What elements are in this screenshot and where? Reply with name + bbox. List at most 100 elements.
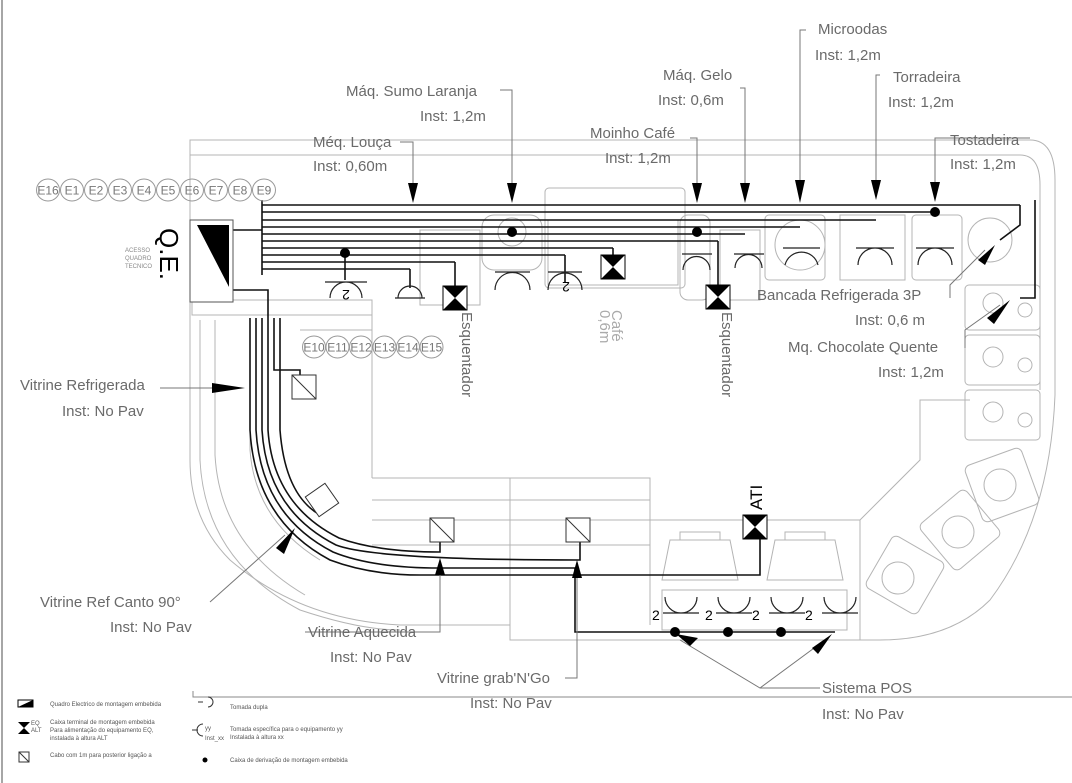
circuit-label: E6 bbox=[185, 184, 200, 198]
socket-count: 2 bbox=[805, 607, 813, 623]
legend-tag: yy bbox=[205, 726, 211, 732]
double-socket-icon bbox=[716, 596, 752, 614]
circuit-bubble bbox=[84, 178, 108, 202]
socket-count: 2 bbox=[652, 607, 660, 623]
cable-box-icon bbox=[565, 517, 591, 543]
legend-terminal: instalada à altura ALT bbox=[50, 736, 108, 742]
circuit-label: E1 bbox=[65, 184, 80, 198]
panel-title: Q.E. bbox=[154, 228, 184, 280]
equipment-labels: Máq. Sumo Laranja Inst: 1,2m Méq. Louça … bbox=[20, 21, 1020, 723]
circuit-label: E12 bbox=[350, 341, 372, 355]
access-note: QUADRO bbox=[125, 256, 152, 262]
circuit-bubble bbox=[60, 178, 84, 202]
inst-vitrine-refrigerada: Inst: No Pav bbox=[62, 403, 144, 420]
junction-dot bbox=[930, 207, 940, 217]
circuit-label: E11 bbox=[327, 341, 348, 355]
circuit-bubble bbox=[204, 178, 228, 202]
inst-grab-n-go: Inst: No Pav bbox=[470, 695, 552, 712]
double-socket-icon bbox=[198, 696, 214, 708]
cable-bundle bbox=[232, 200, 1036, 633]
circuit-bubble bbox=[419, 335, 444, 359]
specific-socket-icon bbox=[192, 723, 204, 737]
circuit-label: E10 bbox=[303, 341, 325, 355]
legend-junction: Caixa de derivação de montagem embebida bbox=[230, 758, 348, 764]
label-gelo: Máq. Gelo bbox=[663, 67, 732, 84]
label-louca: Méq. Louça bbox=[313, 134, 392, 151]
label-sumo: Máq. Sumo Laranja bbox=[346, 83, 478, 100]
junction-dot bbox=[723, 627, 733, 637]
socket-count: 2 bbox=[342, 287, 350, 303]
circuit-label: E2 bbox=[89, 184, 104, 198]
circuit-label: E15 bbox=[421, 341, 443, 355]
terminal-box-icon bbox=[742, 514, 768, 540]
double-socket-icon bbox=[822, 596, 858, 614]
electrical-panel: Q.E. ACESSO QUADRO TECNICO bbox=[125, 219, 234, 303]
terminal-boxes bbox=[442, 254, 768, 540]
inst-gelo: Inst: 0,6m bbox=[658, 92, 724, 109]
socket-count: 2 bbox=[562, 279, 570, 295]
legend-tag: ALT bbox=[31, 728, 42, 734]
label-grab-n-go: Vitrine grab'N'Go bbox=[437, 670, 550, 687]
circuit-bubble bbox=[132, 178, 156, 202]
inst-moinho: Inst: 1,2m bbox=[605, 150, 671, 167]
inst-microondas: Inst: 1,2m bbox=[815, 47, 881, 64]
socket-icon bbox=[494, 271, 531, 291]
legend: Quadro Electrico de montagem embebida EQ… bbox=[17, 691, 1072, 764]
socket-icon bbox=[395, 285, 425, 299]
socket-icon bbox=[916, 247, 954, 266]
label-torradeira: Torradeira bbox=[893, 69, 961, 86]
label-bancada: Bancada Refrigerada 3P bbox=[757, 287, 921, 304]
access-note: TECNICO bbox=[125, 264, 152, 270]
legend-tag: Inst_xx bbox=[205, 736, 224, 742]
sockets bbox=[325, 247, 954, 614]
circuit-label: E16 bbox=[37, 184, 59, 198]
counter-outline bbox=[189, 139, 1056, 641]
label-cafe: Café bbox=[608, 310, 625, 342]
socket-icon bbox=[856, 247, 894, 266]
inst-torradeira: Inst: 1,2m bbox=[888, 94, 954, 111]
label-pos: Sistema POS bbox=[822, 680, 912, 697]
inst-vitrine-canto: Inst: No Pav bbox=[110, 619, 192, 636]
label-esquentador: Esquentador bbox=[458, 312, 475, 397]
circuit-bubble bbox=[180, 178, 204, 202]
junction-dot bbox=[202, 757, 208, 763]
label-esquentador: Esquentador bbox=[718, 312, 735, 397]
double-socket-icon bbox=[325, 281, 367, 299]
cable-1m-boxes bbox=[291, 374, 591, 543]
label-chocolate: Mq. Chocolate Quente bbox=[788, 339, 938, 356]
circuit-label: E14 bbox=[397, 341, 419, 355]
label-cafe-inst: 0,6m bbox=[596, 310, 613, 343]
socket-count: 2 bbox=[752, 607, 760, 623]
inst-pos: Inst: No Pav bbox=[822, 706, 904, 723]
label-microondas: Microodas bbox=[818, 21, 887, 38]
inst-louca: Inst: 0,60m bbox=[313, 158, 387, 175]
circuit-bubble bbox=[228, 178, 252, 202]
socket-icon bbox=[734, 253, 764, 269]
socket-count: 2 bbox=[705, 607, 713, 623]
legend-specific-socket: Tomada específica para o equipamento yy bbox=[230, 727, 343, 733]
label-moinho: Moinho Café bbox=[590, 125, 675, 142]
legend-tag: EQ bbox=[31, 721, 40, 727]
arrowheads bbox=[212, 180, 1010, 654]
circuit-bubble bbox=[252, 178, 276, 202]
socket-icon bbox=[783, 247, 820, 266]
socket-icon bbox=[682, 253, 712, 271]
circuit-bubble bbox=[156, 178, 180, 202]
cable-box-icon bbox=[429, 517, 455, 543]
leader-lines bbox=[160, 29, 1030, 689]
circuit-label: E4 bbox=[137, 184, 152, 198]
circuit-label: E8 bbox=[233, 184, 248, 198]
legend-panel: Quadro Electrico de montagem embebida bbox=[50, 702, 162, 708]
junction-boxes bbox=[340, 207, 940, 637]
terminal-box-icon bbox=[600, 254, 626, 280]
legend-double-socket: Tomada dupla bbox=[230, 705, 268, 711]
inst-chocolate: Inst: 1,2m bbox=[878, 364, 944, 381]
inst-sumo: Inst: 1,2m bbox=[420, 108, 486, 125]
legend-terminal: Para alimentação do equipamento EQ, bbox=[50, 728, 154, 734]
cable-box-icon bbox=[304, 482, 340, 518]
double-socket-icon bbox=[663, 596, 699, 614]
legend-terminal: Caixa terminal de montagem embebida bbox=[50, 720, 155, 726]
